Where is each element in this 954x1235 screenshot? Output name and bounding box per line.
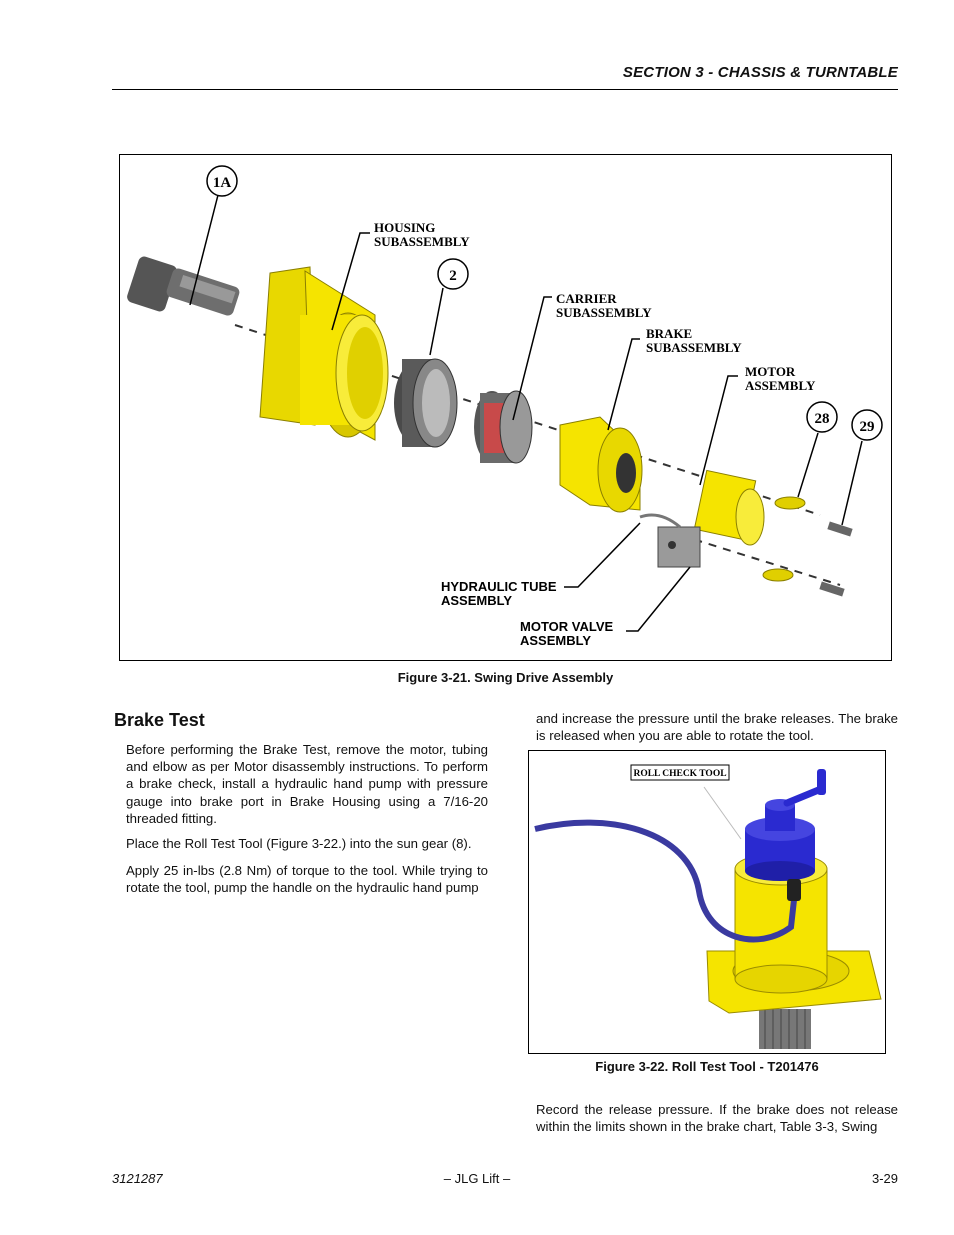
roll-test-tool-figure: ROLL CHECK TOOL bbox=[528, 750, 886, 1054]
pinion-shaft bbox=[127, 256, 240, 316]
label-hydraulic-tube: HYDRAULIC TUBE bbox=[441, 579, 557, 594]
label-motor: MOTOR bbox=[745, 364, 796, 379]
figure-3-22-caption: Figure 3-22. Roll Test Tool - T201476 bbox=[595, 1059, 819, 1074]
ring-gear bbox=[394, 358, 458, 448]
carrier-subassembly bbox=[474, 390, 533, 464]
callout-1a bbox=[206, 165, 238, 197]
callout-29-text: 29 bbox=[860, 419, 875, 435]
roll-test-tool-illustration: ROLL CHECK TOOL bbox=[534, 764, 882, 1049]
label-carrier-sub: SUBASSEMBLY bbox=[556, 305, 652, 320]
label-hydraulic-tube-sub: ASSEMBLY bbox=[441, 593, 512, 608]
label-motor-sub: ASSEMBLY bbox=[745, 378, 816, 393]
callout-1a-text: 1A bbox=[213, 175, 232, 191]
footer-page-number: 3-29 bbox=[871, 1171, 898, 1186]
paragraph-5: Record the release pressure. If the brak… bbox=[536, 1102, 898, 1135]
paragraph-2: Place the Roll Test Tool (Figure 3-22.) … bbox=[126, 836, 472, 851]
section-header-title: SECTION 3 - CHASSIS & TURNTABLE bbox=[622, 64, 898, 81]
label-brake-sub: SUBASSEMBLY bbox=[646, 340, 742, 355]
label-housing: HOUSING bbox=[374, 220, 435, 235]
pinion-gear bbox=[759, 1009, 811, 1049]
roll-tool-handle bbox=[783, 785, 825, 807]
callout-28 bbox=[806, 401, 838, 433]
label-motor-valve-sub: ASSEMBLY bbox=[520, 633, 591, 648]
swing-drive-figure: 1A 2 28 29 HOUSING SUBASSEMBLY CARRIER S… bbox=[119, 154, 892, 661]
footer-publisher: – JLG Lift – bbox=[443, 1171, 511, 1186]
header-divider bbox=[112, 89, 898, 90]
roll-check-tool-label: ROLL CHECK TOOL bbox=[633, 769, 726, 779]
callout-2 bbox=[437, 258, 469, 290]
callout-29 bbox=[851, 409, 883, 441]
footer-doc-number: 3121287 bbox=[112, 1171, 163, 1186]
motor-assembly bbox=[693, 469, 765, 546]
motor-valve bbox=[639, 513, 701, 568]
label-housing-sub: SUBASSEMBLY bbox=[374, 234, 470, 249]
roll-check-tool-label-box bbox=[630, 764, 730, 781]
callout-28-text: 28 bbox=[815, 411, 830, 427]
label-carrier: CARRIER bbox=[556, 291, 617, 306]
hydraulic-hose bbox=[534, 819, 798, 943]
callout-2-text: 2 bbox=[449, 268, 457, 284]
brake-subassembly bbox=[559, 416, 643, 513]
figure-3-21-caption: Figure 3-21. Swing Drive Assembly bbox=[397, 670, 614, 685]
label-brake: BRAKE bbox=[646, 326, 692, 341]
paragraph-4: and increase the pressure until the brak… bbox=[536, 711, 898, 744]
label-motor-valve: MOTOR VALVE bbox=[520, 619, 614, 634]
paragraph-1: Before performing the Brake Test, remove… bbox=[126, 742, 488, 826]
swing-drive-illustration: 1A 2 28 29 HOUSING SUBASSEMBLY CARRIER S… bbox=[127, 165, 883, 648]
brake-test-heading: Brake Test bbox=[114, 710, 205, 730]
paragraph-3: Apply 25 in-lbs (2.8 Nm) of torque to th… bbox=[126, 863, 488, 896]
housing-subassembly bbox=[259, 266, 389, 441]
